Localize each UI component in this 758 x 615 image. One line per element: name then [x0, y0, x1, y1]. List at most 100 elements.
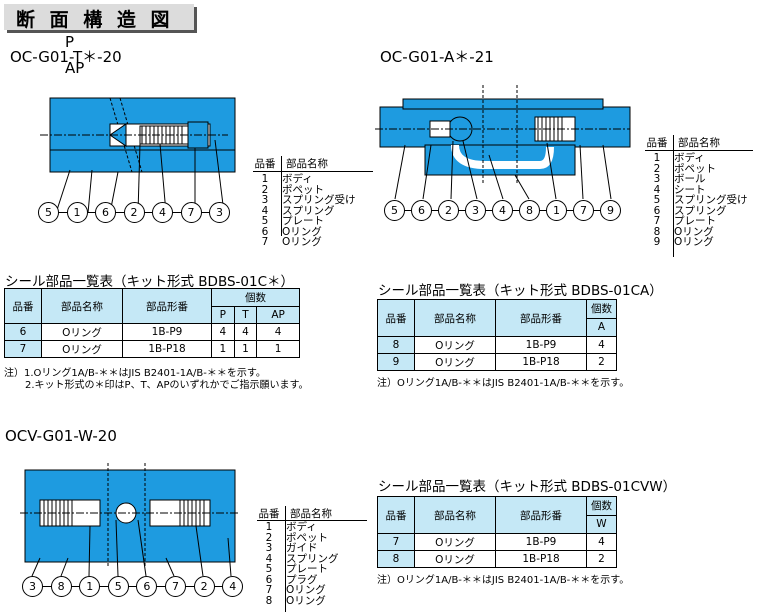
- part-number: 9: [653, 236, 661, 248]
- part-number: 8: [265, 594, 273, 607]
- parts-no-header: 品番: [646, 137, 668, 149]
- callout-connector: [115, 212, 124, 213]
- seal3-table: 品番 部品名称 部品形番 個数 W 7 Oリング 1B-P9 4 8 Oリング …: [377, 496, 617, 568]
- callout-connector: [512, 210, 519, 211]
- seal2-title: シール部品一覧表（キット形式 BDBS-01CA）: [378, 283, 663, 299]
- callout-connector: [404, 210, 411, 211]
- seal1-h-name: 部品名称: [41, 288, 123, 324]
- cell-model: 1B-P9: [495, 336, 587, 354]
- cell-name: Oリング: [414, 533, 496, 551]
- part-name: スプリング: [282, 204, 335, 217]
- callout-4: 4: [222, 576, 244, 597]
- part-number: 3: [261, 194, 269, 206]
- part-name: シート: [674, 183, 706, 196]
- cell-w: 4: [586, 533, 617, 551]
- part-number: 4: [261, 204, 269, 217]
- part-number: 5: [265, 563, 273, 575]
- cell-model: 1B-P18: [495, 550, 587, 568]
- d3-body: [20, 463, 240, 566]
- cell-no: 8: [377, 550, 415, 568]
- callout-8: 8: [519, 200, 540, 221]
- seal1-h-p: P: [211, 305, 235, 324]
- part-number: 5: [653, 194, 661, 206]
- cell-model: 1B-P18: [495, 353, 587, 371]
- part-number: 7: [261, 236, 269, 248]
- list-item: 8 Oリング: [258, 594, 339, 607]
- seal2-h-name: 部品名称: [414, 299, 496, 337]
- d2-body: [375, 85, 631, 185]
- callout-connector: [431, 210, 438, 211]
- d2-model-title: OC-G01-A＊-21: [380, 48, 494, 66]
- callout-connector: [539, 210, 546, 211]
- part-name: ポペット: [286, 531, 328, 544]
- callout-2: 2: [438, 200, 459, 221]
- cell-name: Oリング: [414, 336, 496, 354]
- list-item: 7 Oリング: [254, 237, 356, 248]
- cell-p: 1: [211, 340, 235, 358]
- cell-w: 2: [586, 550, 617, 568]
- cell-a: 2: [586, 353, 617, 371]
- part-name: ボール: [674, 173, 706, 185]
- divider: [281, 156, 282, 236]
- callout-connector: [58, 212, 67, 213]
- seal1-note1: 注）1.Oリング1A/B-＊＊はJIS B2401-1A/B-＊＊を示す。: [4, 368, 266, 379]
- d1-port-ap: AP: [65, 59, 85, 77]
- part-name: Oリング: [282, 225, 322, 238]
- cell-no: 7: [377, 533, 415, 551]
- part-number: 2: [261, 183, 269, 196]
- d3-cross-section: [20, 463, 240, 577]
- callout-5: 5: [384, 200, 405, 221]
- parts-name-header: 部品名称: [290, 508, 332, 520]
- callout-3: 3: [22, 576, 43, 597]
- callout-connector: [42, 586, 51, 587]
- table-row: 7 Oリング 1B-P9 4: [377, 533, 617, 551]
- part-name: Oリング: [286, 594, 326, 607]
- cell-p: 4: [211, 323, 235, 341]
- callout-2: 2: [193, 576, 215, 597]
- part-name: Oリング: [674, 225, 714, 238]
- d2-leaders: [394, 140, 612, 200]
- cell-no: 9: [377, 353, 415, 371]
- d2-parts-header: 品番 部品名称: [646, 135, 721, 150]
- d1-cross-section: [40, 97, 236, 214]
- part-number: 7: [265, 584, 273, 596]
- seal2-note: 注）Oリング1A/B-＊＊はJIS B2401-1A/B-＊＊を示す。: [377, 378, 630, 389]
- seal3-title: シール部品一覧表（キット形式 BDBS-01CVW）: [378, 479, 677, 495]
- part-number: 3: [653, 173, 661, 185]
- part-name: Oリング: [282, 236, 322, 248]
- cell-t: 4: [233, 323, 258, 341]
- part-number: 6: [261, 225, 269, 238]
- cell-ap: 4: [256, 323, 300, 341]
- table-row: 8 Oリング 1B-P9 4: [377, 336, 617, 354]
- table-row: 7 Oリング 1B-P18 1 1 1: [4, 340, 300, 358]
- list-item: 3 ボール: [646, 174, 748, 185]
- callout-5: 5: [107, 576, 129, 597]
- part-number: 7: [653, 215, 661, 227]
- list-item: 9 Oリング: [646, 237, 748, 248]
- parts-name-header: 部品名称: [678, 137, 720, 149]
- seal3-h-model: 部品形番: [495, 496, 587, 534]
- part-name: ポペット: [674, 162, 716, 175]
- callout-6: 6: [411, 200, 432, 221]
- part-name: ボディ: [282, 173, 313, 185]
- seal2-h-model: 部品形番: [495, 299, 587, 337]
- part-number: 3: [265, 542, 273, 554]
- callout-1: 1: [546, 200, 567, 221]
- divider: [673, 135, 674, 257]
- seal3-h-no: 品番: [377, 496, 415, 534]
- callout-connector: [70, 586, 80, 587]
- part-number: 1: [265, 521, 273, 533]
- part-name: Oリング: [674, 236, 714, 248]
- part-number: 1: [653, 152, 661, 164]
- part-number: 5: [261, 215, 269, 227]
- callout-7: 7: [573, 200, 594, 221]
